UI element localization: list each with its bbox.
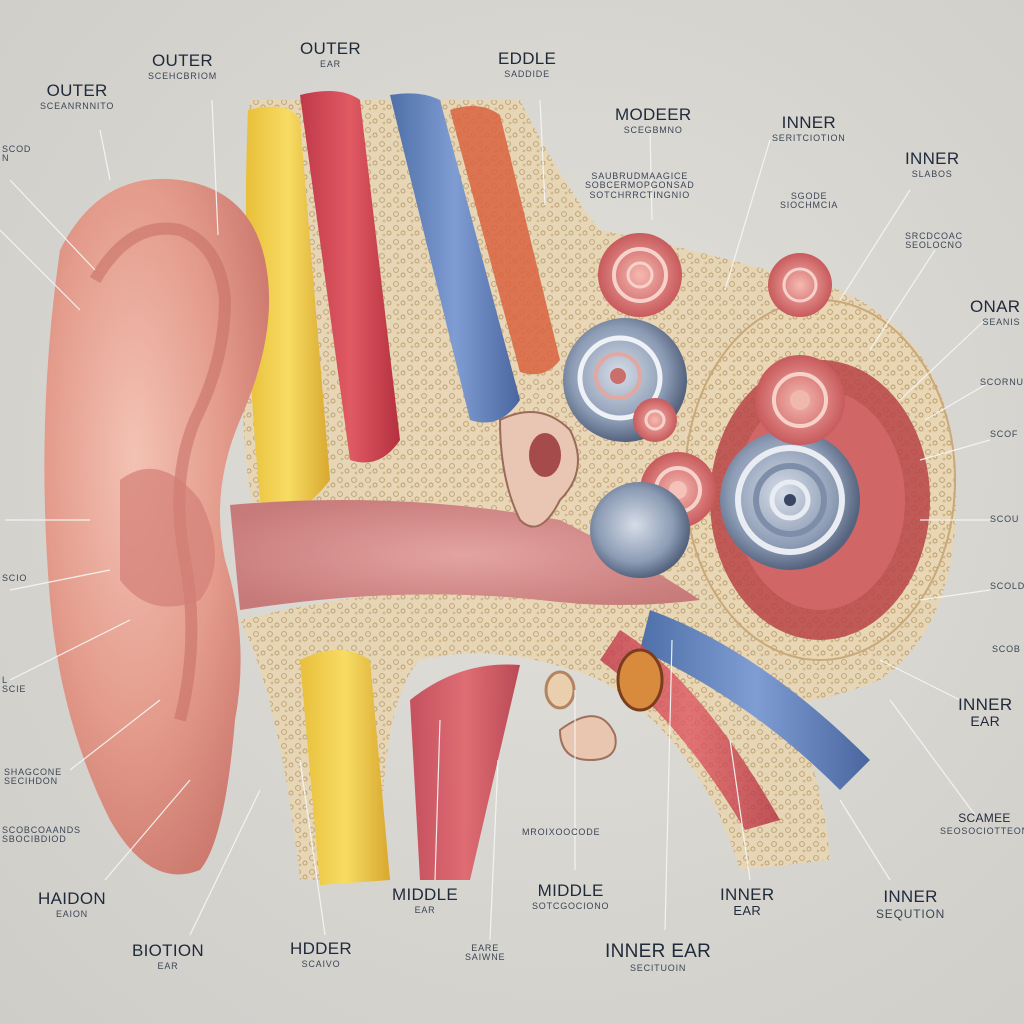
label-middle-bottom-left: MIDDLE EAR <box>392 885 459 915</box>
label-right-edge-4: SCOU <box>990 514 1020 524</box>
label-right-edge-5: SCOLD <box>990 581 1024 591</box>
label-inner-ear-small: INNER EAR <box>720 885 775 918</box>
label-left-4: SCIO <box>2 573 28 583</box>
label-inner-ear-bottom: INNER EAR SECITUOIN <box>605 941 712 973</box>
label-right-edge-3: SCOF <box>990 429 1019 439</box>
nerve-layer <box>390 93 520 423</box>
lower-nerve <box>640 610 870 790</box>
label-middle-bottom-right: MIDDLE SOTCGOCIONO <box>532 881 610 911</box>
coil-right-pink <box>768 253 832 317</box>
label-haidon: HAIDON EAION <box>38 889 106 919</box>
label-hdder: HDDER SCAIVO <box>290 939 352 969</box>
label-inner-right: INNER SLABOS <box>905 149 960 179</box>
label-left-3: L SCIE <box>2 675 27 695</box>
label-inner-ear-right: INNER EAR <box>958 695 1013 729</box>
fat-layer-lower <box>300 650 390 885</box>
label-left-2: SHAGCONE SECIHDON <box>4 767 62 787</box>
coil-top-pink <box>598 233 682 317</box>
label-outer-ear-top: OUTER EAR <box>300 39 361 69</box>
vestibule-bulb <box>590 482 690 578</box>
label-middle-sub-top: MROIXOOCODE <box>522 827 601 837</box>
lower-oval-2 <box>544 670 576 710</box>
label-right-edge-2: SCORNU <box>980 377 1024 387</box>
label-inner-top: INNER SERITCIOTION <box>772 113 846 143</box>
leader-lines <box>0 99 991 941</box>
label-eare-small: EARE SAIWNE <box>465 943 506 963</box>
fat-layer-upper <box>245 106 330 521</box>
label-inner-section: INNER SEQUTION <box>876 887 946 921</box>
label-biotion: BIOTION EAR <box>132 941 204 971</box>
label-right-edge-1: ONAR SEANIS <box>970 297 1021 327</box>
label-left-1: SCOBCOAANDS SBOCIBDIOD <box>2 825 81 845</box>
label-right-mid: SRCDCOAC SEOLOCNO <box>905 231 963 251</box>
label-inner-top-sub: SGODE SIOCHMCIA <box>780 191 839 211</box>
label-middle-detail: SAUBRUDMAAGICE SOBCERMOPGONSAD SOTCHRRCT… <box>585 171 695 200</box>
lower-muscle <box>410 664 520 880</box>
vessel-layer <box>450 106 560 375</box>
label-scamee: SCAMEE SEOSOCIOTTEON <box>940 811 1024 836</box>
lower-ossicle <box>558 715 617 762</box>
label-eddle: EDDLE SADDIDE <box>498 49 557 79</box>
lower-oval-1 <box>616 648 664 712</box>
label-outer-left-sub: OUTER SCEHCBRIOM <box>148 51 218 81</box>
muscle-layer <box>300 91 400 463</box>
label-modeer: MODEER SCEGBMNO <box>615 105 692 135</box>
label-left-5: SCOD N <box>2 144 32 164</box>
label-outer-top-left: OUTER SCEANRNNITO <box>40 81 115 111</box>
concha <box>120 468 215 607</box>
label-right-edge-6: SCOB <box>992 644 1021 654</box>
ear-canal <box>230 500 700 610</box>
